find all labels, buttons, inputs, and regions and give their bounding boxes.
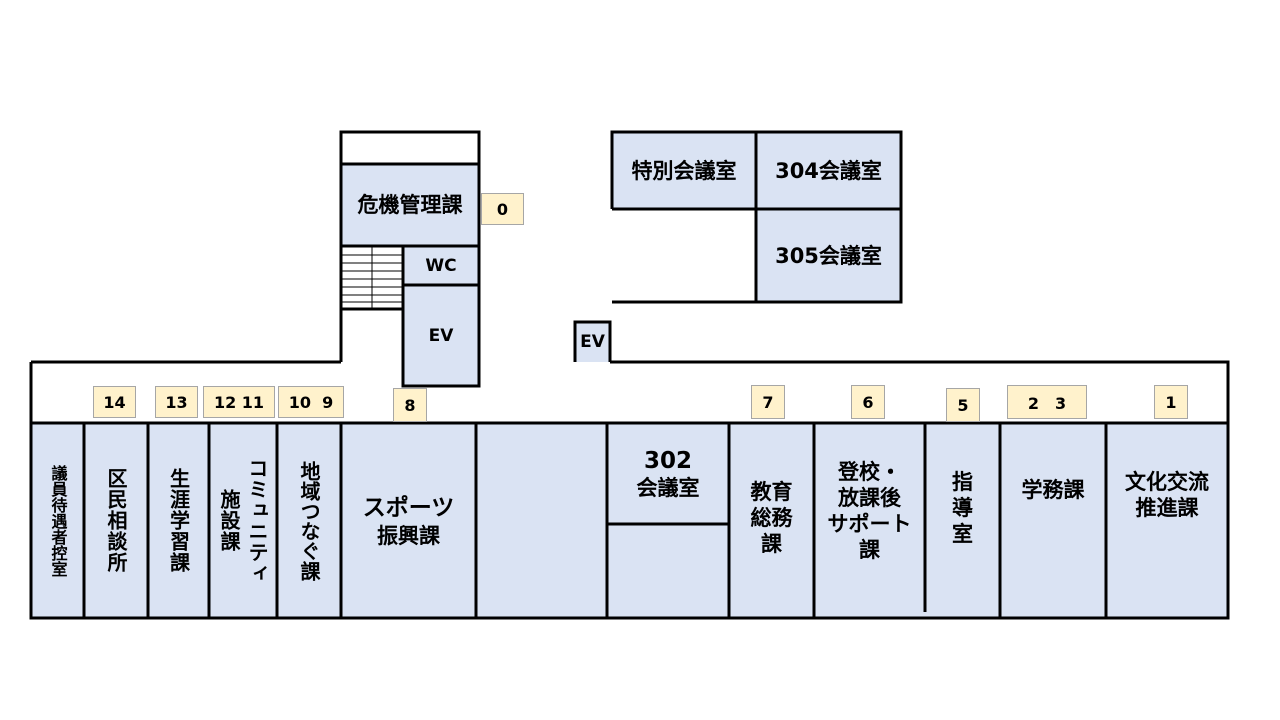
badge-14: 14 (93, 386, 136, 418)
room-shido-label-1: 指 (952, 469, 973, 494)
room-toko: 登校・ 放課後 サポート 課 (814, 423, 925, 618)
room-302-label-2: 会議室 (636, 475, 700, 500)
room-gakumu-label: 学務課 (1021, 478, 1085, 502)
room-305: 305会議室 (756, 209, 901, 302)
badge-13: 13 (155, 386, 198, 418)
badge-10-9: 10 9 (278, 386, 344, 418)
room-shogai-label: 生涯学習課 (166, 468, 191, 573)
room-toko-label-4: 課 (859, 537, 880, 562)
room-wc: WC (403, 246, 479, 285)
room-ev-1-label: EV (428, 325, 454, 346)
badge-6: 6 (851, 385, 885, 419)
room-kyoiku-label-2: 総務 (750, 505, 793, 530)
room-305-label: 305会議室 (775, 243, 882, 268)
room-bunka-label-1: 文化交流 (1125, 470, 1209, 494)
badge-0: 0 (481, 193, 524, 225)
room-fills (31, 132, 1228, 618)
room-kyoiku-label-3: 課 (761, 531, 782, 556)
room-bunka-label-2: 推進課 (1135, 496, 1199, 520)
room-blank (476, 423, 607, 618)
room-ev-2-label: EV (580, 332, 605, 352)
room-chiiki: 地域つなぐ課 (277, 423, 341, 618)
room-chiiki-label: 地域つなぐ課 (297, 460, 321, 581)
walls (29, 130, 1230, 620)
badge-5: 5 (946, 388, 980, 422)
room-302-label-1: 302 (643, 447, 692, 474)
room-sports-label-2: 振興課 (377, 523, 440, 548)
room-304: 304会議室 (756, 132, 901, 209)
room-tokubetsu: 特別会議室 (612, 132, 756, 209)
room-toko-label-3: サポート (827, 511, 912, 536)
room-bunka: 文化交流 推進課 (1106, 423, 1228, 618)
room-sports: スポーツ 振興課 (341, 423, 476, 618)
room-kiki: 危機管理課 (341, 164, 479, 246)
badge-2-3: 2 3 (1007, 385, 1087, 419)
room-ev-2: EV (575, 322, 610, 362)
room-ev-1: EV (403, 285, 479, 386)
room-toko-label-2: 放課後 (838, 485, 901, 510)
room-community-label: コミュニティ施設課 (215, 458, 271, 584)
room-304-label: 304会議室 (775, 158, 882, 183)
room-kumin: 区民相談所 (84, 423, 148, 618)
room-tokubetsu-label: 特別会議室 (631, 158, 737, 183)
badge-7: 7 (751, 385, 785, 419)
room-community-label-1: コミュニティ (245, 457, 269, 584)
badge-1: 1 (1154, 385, 1188, 419)
room-kyoiku-label-1: 教育 (750, 479, 793, 504)
room-sports-label-1: スポーツ (362, 494, 455, 521)
room-community-label-2: 施設課 (217, 489, 241, 552)
room-wc-label: WC (425, 255, 457, 276)
room-giin: 議員待遇者控室 (31, 423, 84, 618)
room-giin-label: 議員待遇者控室 (48, 464, 68, 577)
room-gakumu: 学務課 (1000, 423, 1106, 618)
room-kumin-label: 区民相談所 (104, 468, 128, 573)
room-shido-label-2: 導 (952, 495, 973, 520)
badge-12-11: 12 11 (203, 386, 275, 418)
room-shogai: 生涯学習課 (148, 423, 209, 618)
room-kyoiku: 教育 総務 課 (729, 423, 814, 618)
room-shido: 指 導 室 (925, 423, 1000, 618)
room-toko-label-1: 登校・ (838, 459, 901, 484)
room-kiki-label: 危機管理課 (357, 193, 463, 217)
badge-8: 8 (393, 388, 427, 422)
room-shido-label-3: 室 (952, 521, 973, 546)
room-community: コミュニティ施設課 (209, 423, 277, 618)
room-302: 302 会議室 (607, 423, 729, 524)
